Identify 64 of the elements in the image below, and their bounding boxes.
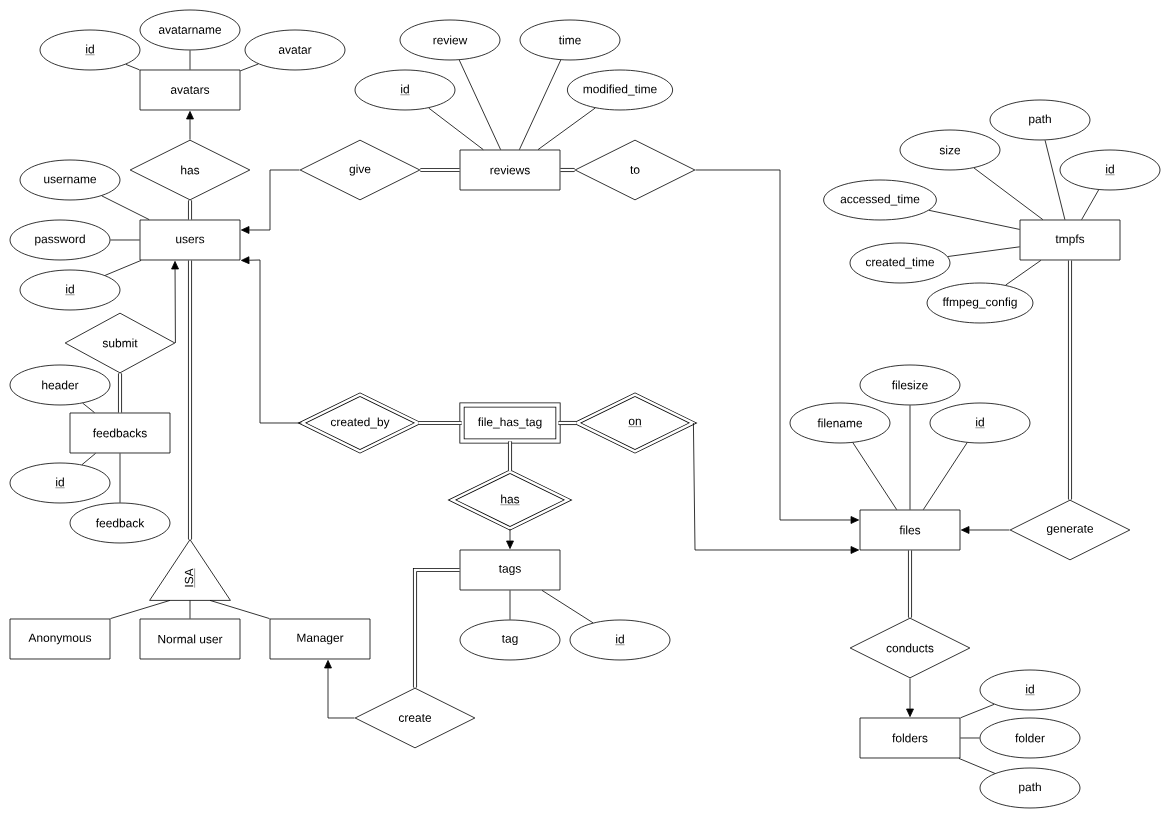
connector-line: [519, 59, 562, 150]
connector-line: [82, 402, 95, 413]
double-line: [187, 260, 193, 540]
connector-line: [960, 737, 980, 739]
double-line: [412, 567, 460, 688]
connector-line: [509, 590, 511, 620]
entity-box: Normal user: [139, 618, 241, 660]
connector-line: [958, 758, 996, 774]
entity-box: Manager: [269, 618, 371, 660]
connector-line: [909, 405, 911, 510]
double-line: [507, 441, 513, 472]
double-line: [117, 373, 123, 413]
double-line: [187, 200, 193, 220]
connector-line: [104, 260, 142, 276]
arrow: [241, 256, 302, 424]
connector-line: [240, 63, 259, 72]
connector-line: [101, 195, 150, 220]
arrow: [695, 169, 859, 524]
connector-line: [81, 453, 96, 466]
weak-entity-box: file_has_tag: [459, 402, 561, 444]
arrow: [906, 678, 914, 717]
connector-line: [209, 600, 270, 619]
connector-line: [1005, 260, 1042, 286]
connector-line: [1081, 189, 1100, 220]
connector-line: [125, 63, 140, 71]
entity-box: folders: [859, 717, 961, 759]
arrow: [506, 528, 514, 549]
connector-line: [947, 246, 1020, 257]
arrow: [961, 526, 1010, 534]
connector-line: [189, 50, 191, 70]
arrow: [241, 169, 300, 234]
entity-box: tmpfs: [1019, 219, 1121, 261]
connector-line: [110, 239, 140, 241]
double-line: [420, 167, 460, 173]
entity-box: tags: [459, 549, 561, 591]
double-line: [1067, 260, 1073, 500]
arrow: [693, 422, 859, 554]
double-line: [418, 420, 462, 426]
connector-line: [1044, 139, 1066, 220]
connector-line: [537, 107, 596, 150]
connector-line: [458, 59, 501, 150]
arrow: [186, 111, 194, 140]
isa-triangle: ISA: [149, 539, 231, 601]
arrow: [171, 261, 179, 344]
connector-line: [119, 453, 121, 503]
connector-line: [922, 442, 968, 510]
connector-line: [960, 703, 995, 719]
double-line: [560, 167, 575, 173]
connector-line: [428, 107, 484, 150]
connector-line: [973, 167, 1044, 220]
connector-line: [110, 600, 171, 619]
double-line: [558, 420, 577, 426]
entity-box: users: [139, 219, 241, 261]
connector-line: [541, 590, 594, 624]
entity-box: feedbacks: [69, 412, 171, 454]
entity-box: Anonymous: [9, 618, 111, 660]
entity-box: avatars: [139, 69, 241, 111]
double-line: [907, 550, 913, 618]
entity-box: files: [859, 509, 961, 551]
connector-line: [852, 442, 898, 510]
connector-line: [189, 600, 191, 619]
connector-line: [928, 209, 1020, 230]
entity-box: reviews: [459, 149, 561, 191]
arrow: [324, 660, 355, 719]
